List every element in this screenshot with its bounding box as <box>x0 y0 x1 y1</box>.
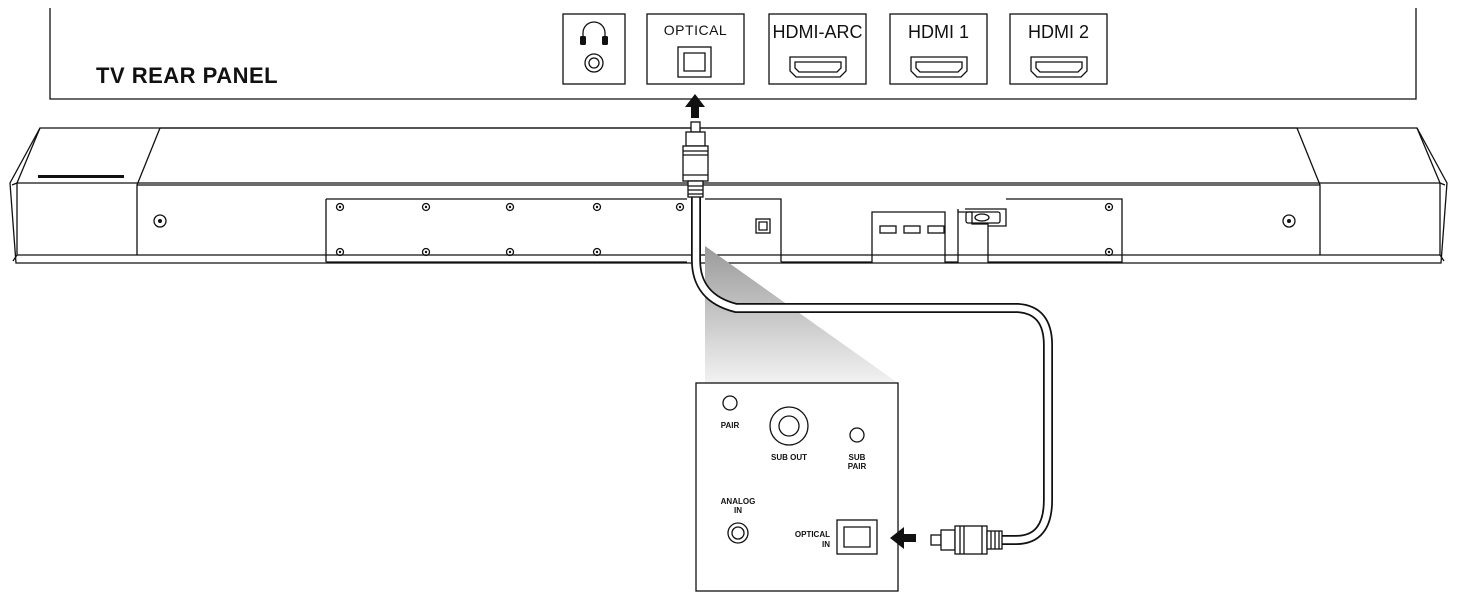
analog-in-label-line1: ANALOG <box>721 497 756 506</box>
hdmi2-label: HDMI 2 <box>1028 22 1089 42</box>
tv-hdmi-arc-port: HDMI-ARC <box>768 13 867 85</box>
tv-optical-port: OPTICAL <box>646 13 745 85</box>
pair-label: PAIR <box>721 421 740 430</box>
hdmi-arc-label: HDMI-ARC <box>773 22 863 42</box>
tv-optical-label: OPTICAL <box>664 22 727 38</box>
pair-button <box>722 395 738 411</box>
headphone-port <box>562 13 626 85</box>
optical-in-port-icon <box>836 519 878 555</box>
hdmi-port-icon <box>1030 56 1088 78</box>
tv-hdmi1-port: HDMI 1 <box>889 13 988 85</box>
tv-panel-title: TV REAR PANEL <box>96 63 278 88</box>
tv-hdmi2-port: HDMI 2 <box>1009 13 1108 85</box>
sub-out-label: SUB OUT <box>771 453 807 462</box>
optical-plug-bottom <box>930 525 1003 555</box>
optical-port-icon <box>677 46 712 78</box>
zoom-cone <box>705 246 898 383</box>
optical-plug-top <box>682 121 709 198</box>
hdmi1-label: HDMI 1 <box>908 22 969 42</box>
headphones-icon <box>580 21 608 45</box>
sub-pair-label-line1: SUB <box>849 453 866 462</box>
arrow-up-icon <box>685 94 705 118</box>
analog-in-label-line2: IN <box>734 506 742 515</box>
mount-screws <box>335 202 1114 257</box>
soundbar <box>9 127 1448 264</box>
sub-out-jack <box>769 406 809 446</box>
sub-pair-button <box>849 427 865 443</box>
arrow-left-icon <box>890 527 916 549</box>
soundbar-detail-panel: PAIR SUB OUT SUB PAIR ANALOG IN OPTICAL … <box>695 382 899 592</box>
optical-in-label-line2: IN <box>822 540 830 549</box>
tv-rear-panel: TV REAR PANEL OPTICAL HDMI-ARC <box>49 8 1417 100</box>
hdmi-port-icon <box>910 56 968 78</box>
hdmi-port-icon <box>789 56 847 78</box>
optical-in-label-line1: OPTICAL <box>795 530 830 539</box>
sub-pair-label-line2: PAIR <box>848 462 867 471</box>
optical-cable <box>682 121 1053 555</box>
analog-in-jack <box>727 522 749 544</box>
